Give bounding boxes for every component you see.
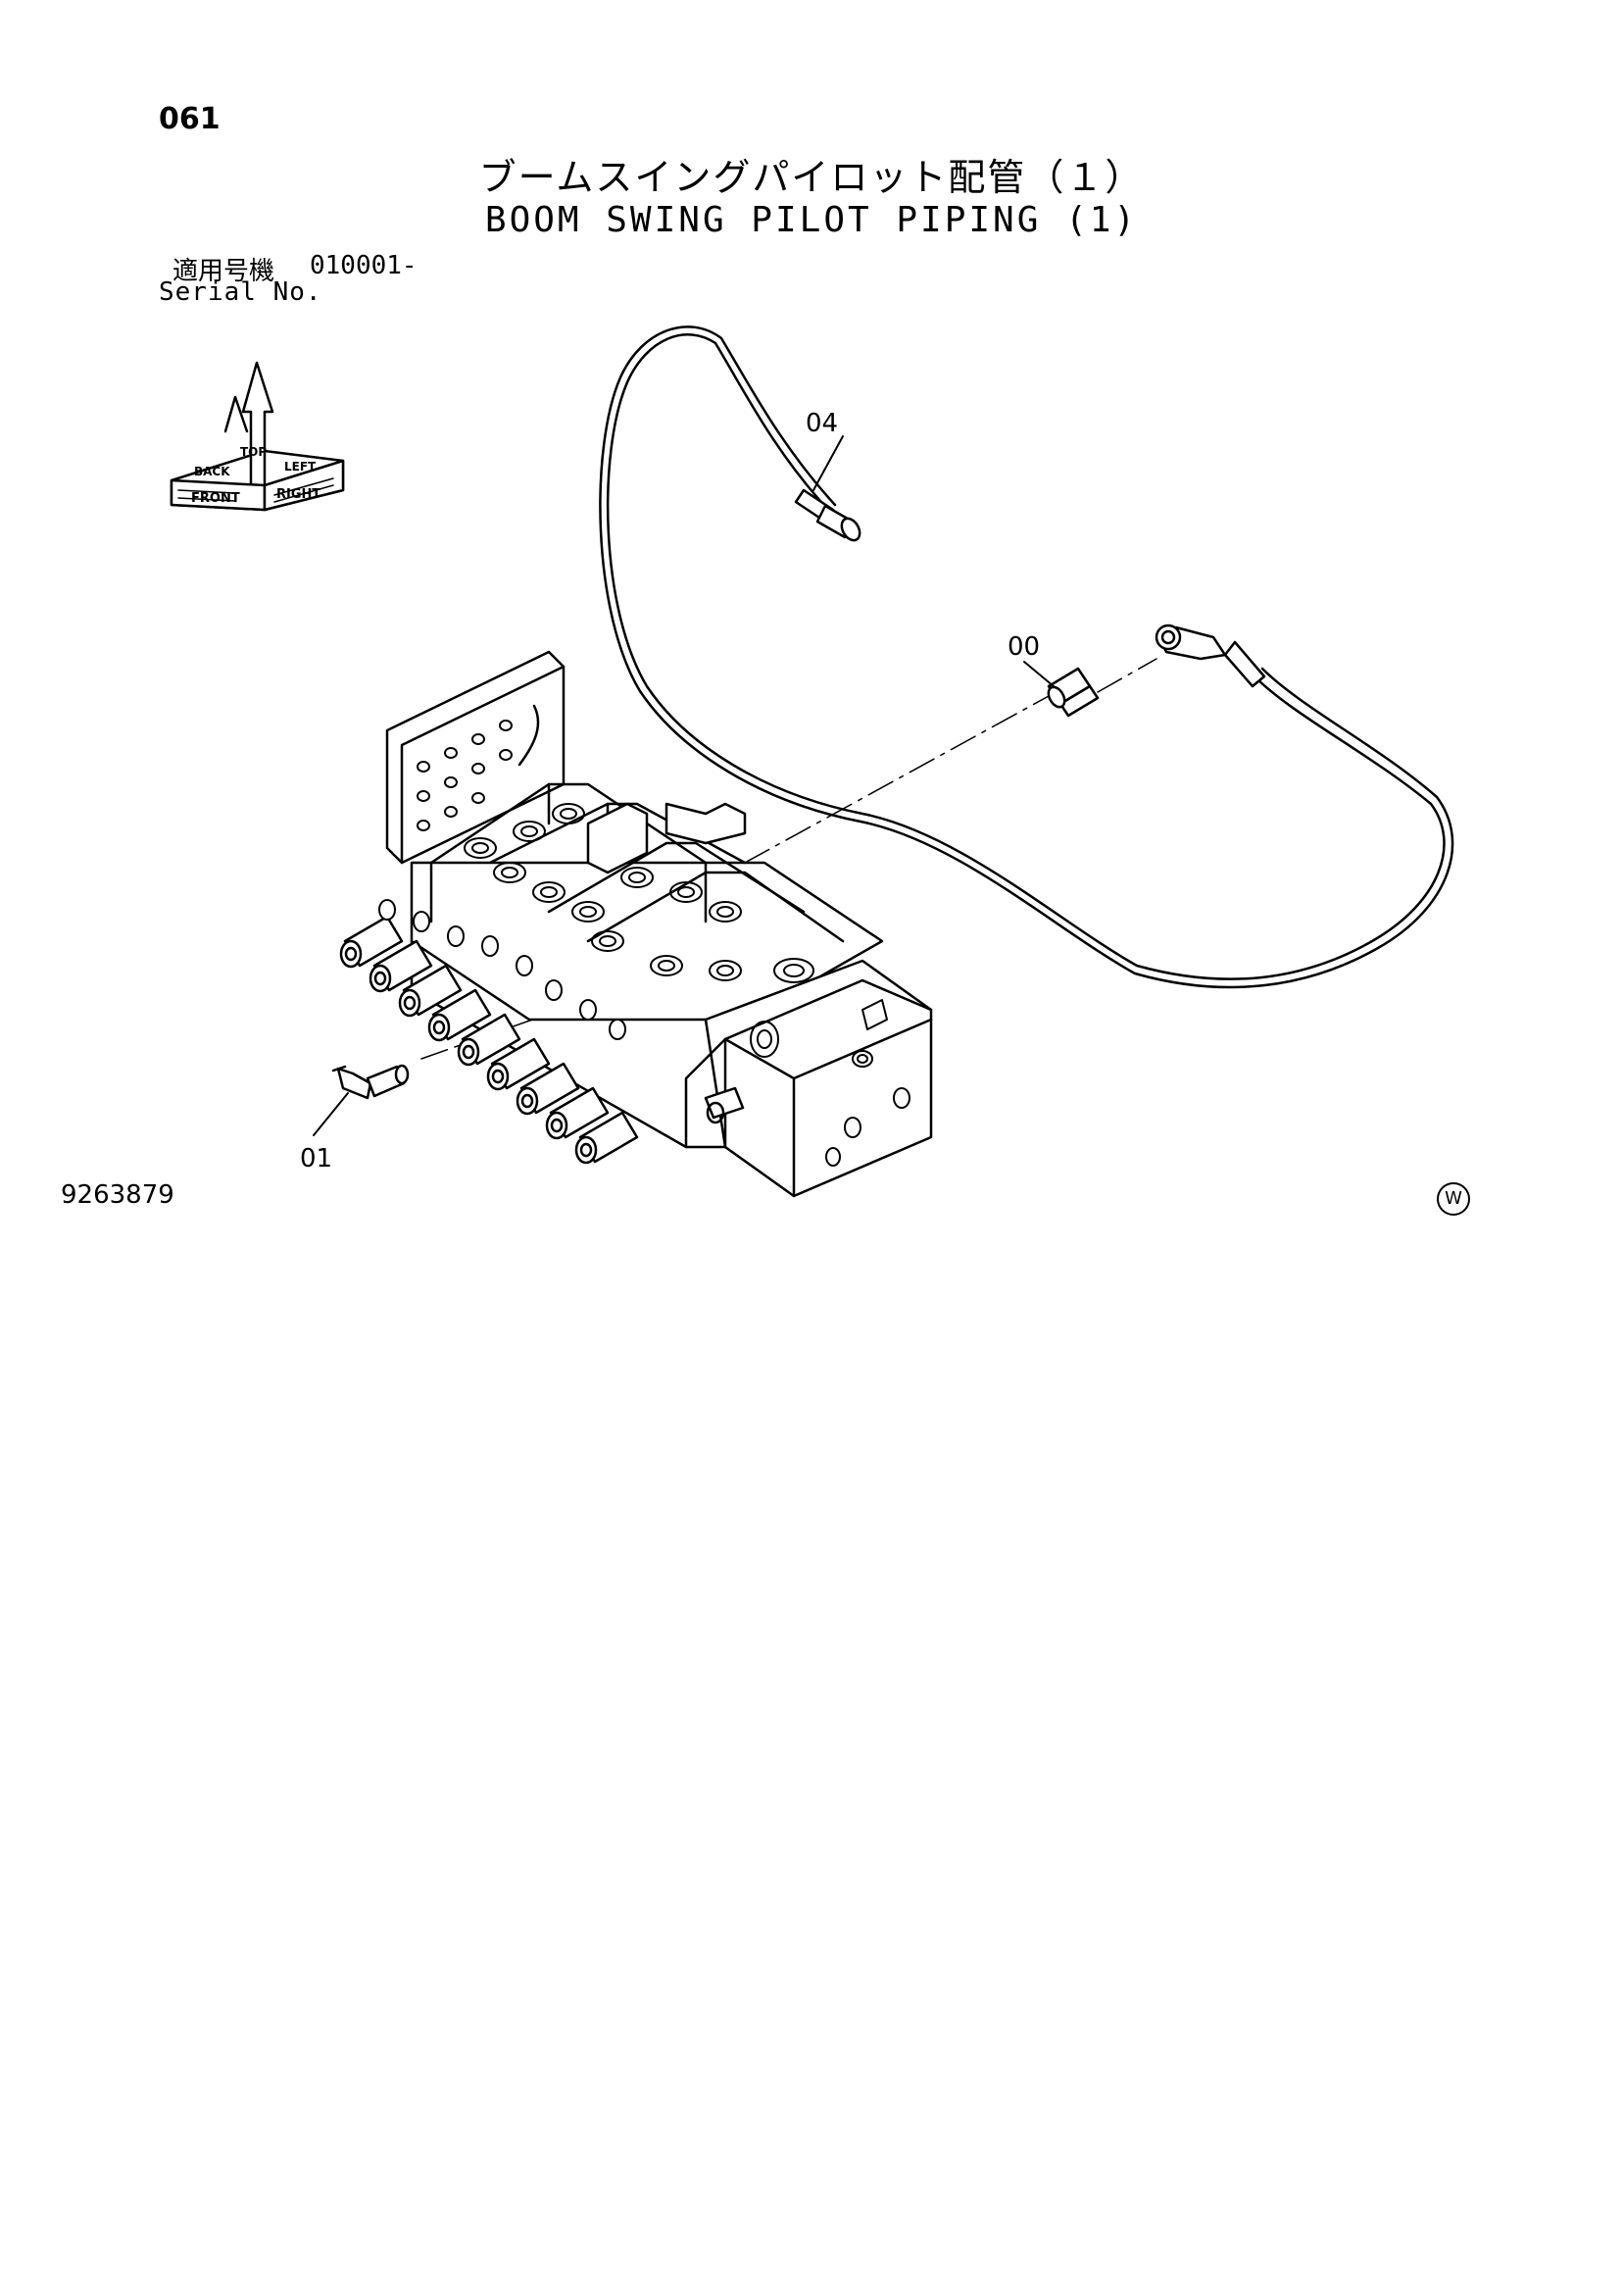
spool-caps bbox=[339, 899, 639, 1165]
orientation-icon: FRONT RIGHT TOP BACK LEFT bbox=[170, 361, 345, 512]
orientation-label-front: FRONT bbox=[191, 491, 240, 506]
orientation-label-left: LEFT bbox=[284, 460, 317, 474]
leader-line-00 bbox=[1023, 661, 1055, 687]
center-line-hose bbox=[1097, 658, 1157, 693]
adapter-fitting bbox=[1047, 667, 1100, 718]
orientation-label-back: BACK bbox=[194, 465, 230, 478]
serial-value: 010001- bbox=[310, 251, 418, 280]
orientation-label-right: RIGHT bbox=[276, 487, 320, 502]
serial-label-japanese: 適用号機 bbox=[172, 257, 275, 286]
serial-label-english: Serial No. bbox=[159, 277, 322, 307]
drawing-number: 9263879 bbox=[61, 1180, 174, 1210]
center-line-00 bbox=[744, 695, 1050, 864]
callout-04: 04 bbox=[806, 409, 838, 438]
title-english: BOOM SWING PILOT PIPING (1) bbox=[484, 200, 1139, 240]
control-valve bbox=[410, 782, 933, 1198]
page-number: 061 bbox=[159, 102, 221, 136]
valve-bracket bbox=[385, 650, 566, 865]
pilot-hose bbox=[599, 325, 1454, 989]
leader-line-04 bbox=[812, 435, 844, 491]
w-mark: W bbox=[1437, 1182, 1470, 1216]
leader-line-01 bbox=[313, 1092, 349, 1136]
title-japanese: ブームスイングパイロット配管（１） bbox=[478, 156, 1145, 199]
elbow-fitting bbox=[331, 1064, 410, 1100]
orientation-label-top: TOP bbox=[240, 445, 267, 459]
callout-00: 00 bbox=[1008, 632, 1040, 662]
callout-01: 01 bbox=[300, 1144, 332, 1173]
